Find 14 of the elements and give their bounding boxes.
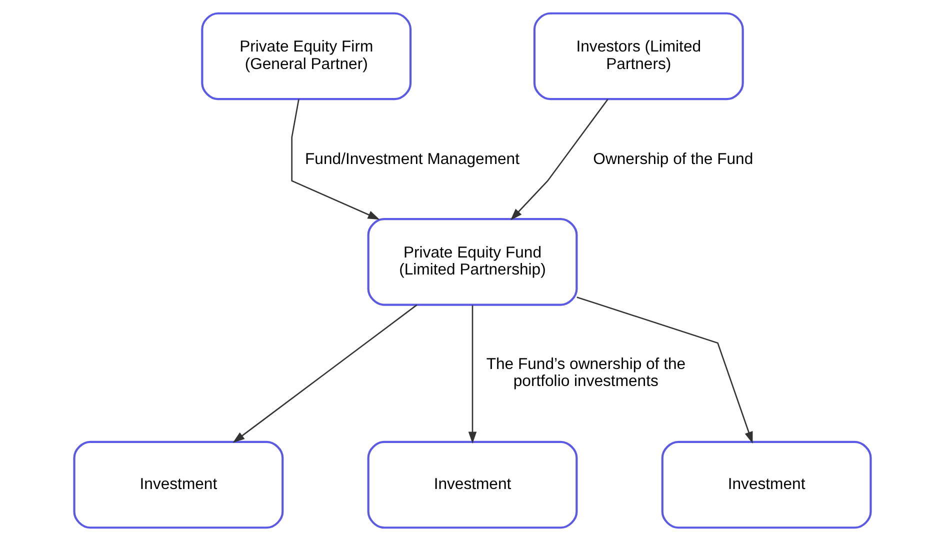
- arrow: [576, 296, 753, 444]
- node-box: Investment: [661, 440, 872, 529]
- edge-label: Ownership of the Fund: [593, 150, 754, 168]
- arrow: [510, 98, 608, 220]
- node-box: Investment: [367, 440, 578, 529]
- edge-label: The Fund’s ownership of the portfolio investments: [486, 356, 686, 390]
- arrow: [232, 304, 418, 443]
- node-box: Private Equity Firm (General Partner): [201, 12, 412, 100]
- arrow: [468, 305, 477, 444]
- edge-label: Fund/Investment Management: [305, 150, 520, 168]
- node-box: Investors (Limited Partners): [533, 12, 744, 100]
- arrow: [291, 99, 380, 220]
- node-box: Private Equity Fund (Limited Partnership): [367, 218, 578, 306]
- node-box: Investment: [73, 440, 284, 529]
